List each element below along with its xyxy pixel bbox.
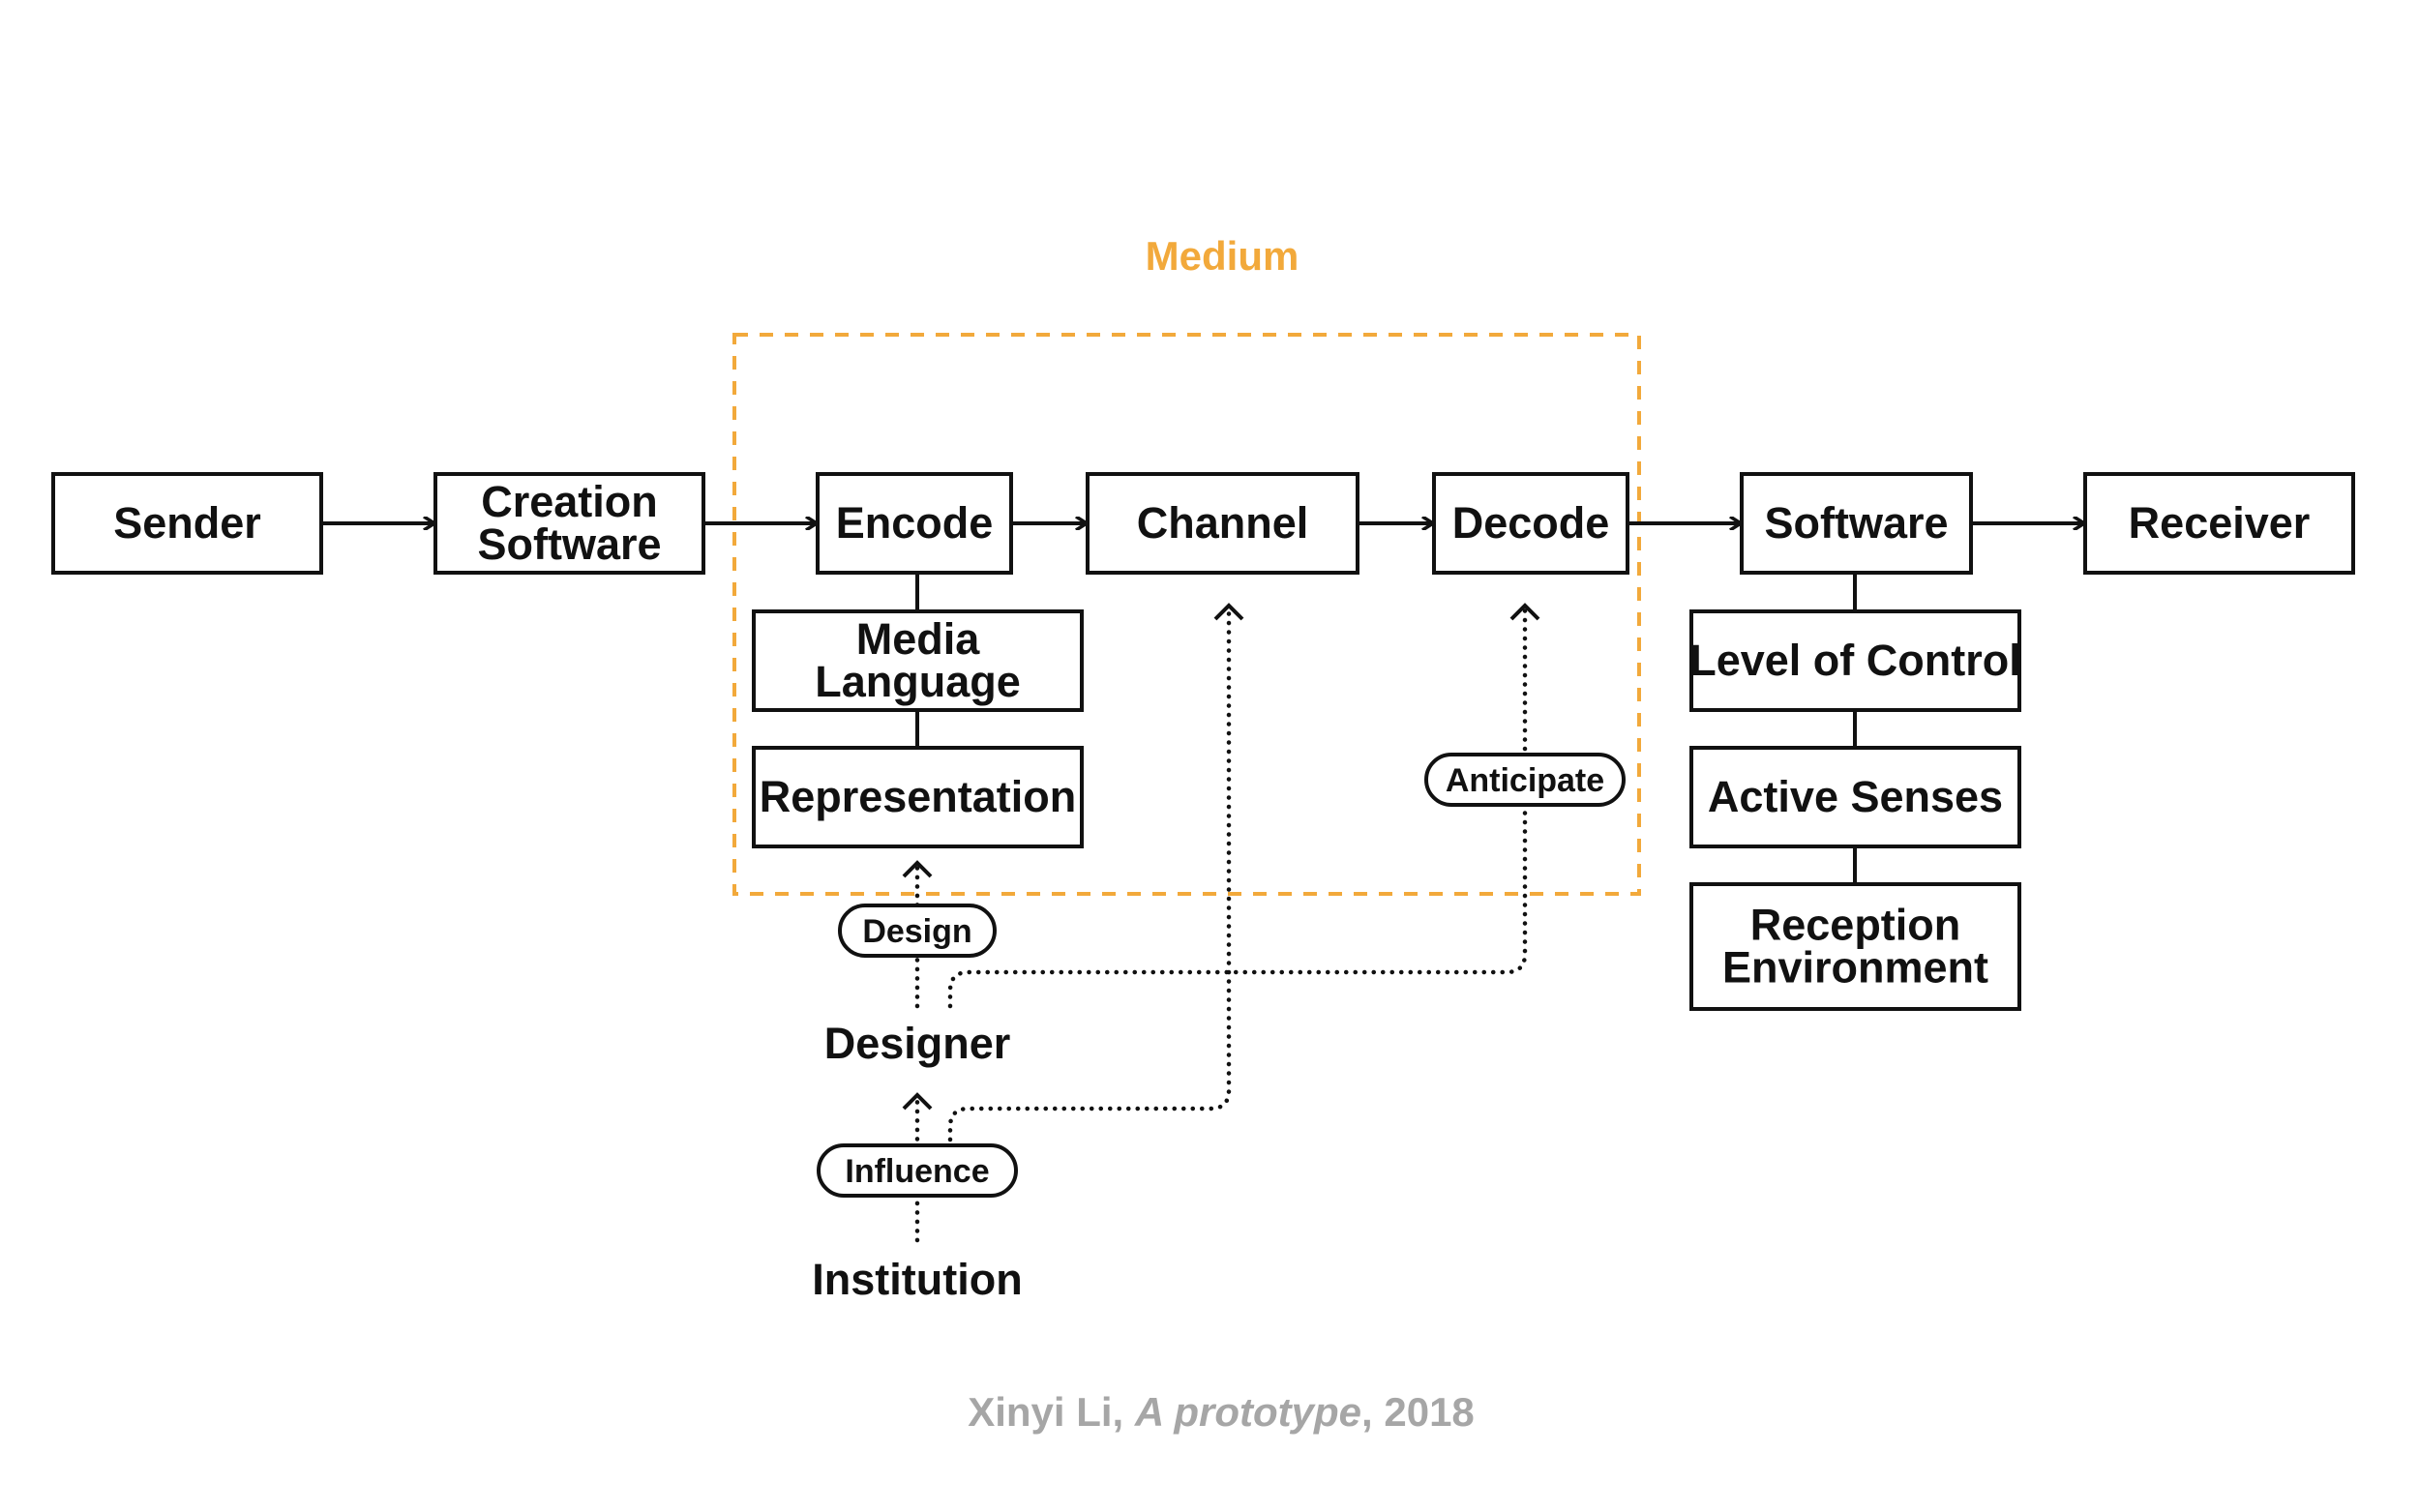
node-active-senses: Active Senses [1689,746,2021,848]
pill-influence-shape [817,1143,1018,1198]
node-level-of-control-box [1689,609,2021,712]
caption-work-title: A prototype [1134,1389,1361,1435]
arrowhead-representation [902,860,933,878]
medium-label: Medium [1146,233,1299,279]
node-media-language-label: Media [856,614,981,664]
node-creation-software-label: Software [477,519,661,569]
node-creation-software-box [433,472,705,575]
node-decode-label: Decode [1452,498,1610,548]
pill-anticipate-shape [1424,753,1626,807]
node-software-box [1740,472,1973,575]
caption-author: Xinyi Li, [968,1389,1135,1435]
node-representation-label: Representation [760,772,1077,821]
node-reception-environment-box [1689,882,2021,1011]
node-sender: Sender [51,472,323,575]
pill-design-label: Design [862,913,971,950]
node-decode: Decode [1432,472,1629,575]
node-media-language-box [752,609,1084,712]
node-level-of-control: Level of Control [1689,609,2021,712]
node-software: Software [1740,472,1973,575]
dotted-path-designer-to-decode [947,607,1528,1009]
dotted-path-institution-to-channel [947,607,1232,1142]
arrowhead-designer [902,1092,933,1111]
node-active-senses-label: Active Senses [1708,772,2003,821]
node-media-language-label: Language [815,657,1021,706]
node-channel: Channel [1086,472,1359,575]
node-representation-box [752,746,1084,848]
actor-designer: Designer [824,1019,1011,1068]
actor-institution: Institution [812,1255,1022,1304]
pill-anticipate: Anticipate [1424,753,1626,807]
node-receiver-label: Receiver [2129,498,2311,548]
arrowhead-decode [1509,603,1540,621]
pill-design-shape [838,904,997,958]
node-creation-software-label: Creation [481,477,658,526]
node-decode-box [1432,472,1629,575]
node-reception-environment-label: Reception [1750,901,1961,950]
node-channel-label: Channel [1137,498,1309,548]
node-receiver-box [2083,472,2355,575]
node-level-of-control-label: Level of Control [1689,636,2021,685]
caption-year: , 2018 [1361,1389,1475,1435]
pill-anticipate-label: Anticipate [1446,762,1604,799]
node-sender-box [51,472,323,575]
node-receiver: Receiver [2083,472,2355,575]
node-reception-environment-label: Environment [1722,943,1988,993]
node-channel-box [1086,472,1359,575]
node-software-label: Software [1764,498,1948,548]
arrowhead-channel [1213,603,1244,621]
node-representation: Representation [752,746,1084,848]
pill-design: Design [838,904,997,958]
medium-region [732,333,1641,896]
node-encode-box [816,472,1013,575]
node-active-senses-box [1689,746,2021,848]
pill-influence: Influence [817,1143,1018,1198]
pill-influence-label: Influence [845,1153,989,1190]
node-encode-label: Encode [836,498,994,548]
figure-caption: Xinyi Li, A prototype, 2018 [968,1389,1475,1435]
node-encode: Encode [816,472,1013,575]
node-sender-label: Sender [113,498,261,548]
